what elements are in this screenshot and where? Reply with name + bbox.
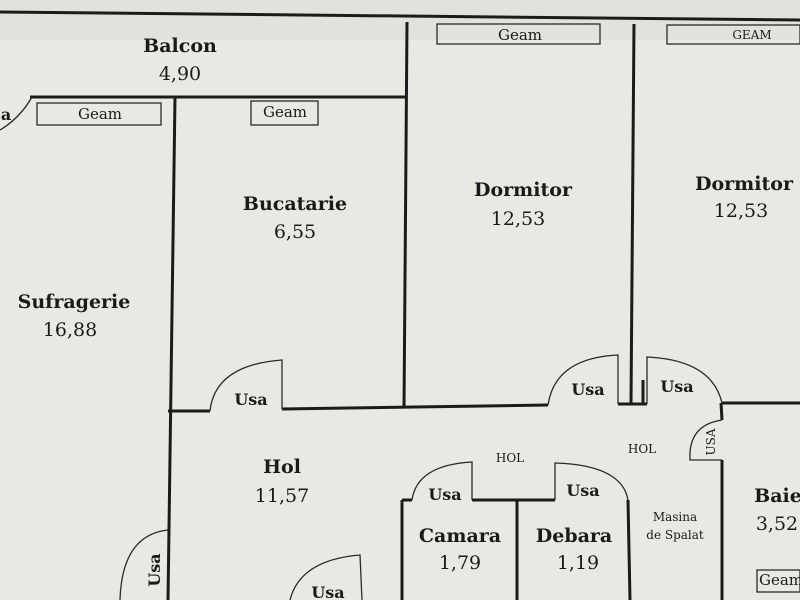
- door-dormitor-1-arc: [547, 354, 619, 406]
- room-dormitor-1-name: Dormitor: [474, 179, 573, 201]
- window-balcon-label: Geam: [78, 105, 122, 123]
- door-baie-arc: [689, 419, 723, 461]
- room-balcon-name: Balcon: [143, 35, 217, 57]
- room-debara-name: Debara: [536, 525, 612, 547]
- door-bottom-label: Usa: [311, 583, 344, 600]
- room-dormitor-2-area: 12,53: [714, 200, 768, 222]
- room-hol-name: Hol: [263, 456, 301, 478]
- door-debara-arc: [554, 462, 629, 501]
- room-dormitor-1-area: 12,53: [491, 208, 545, 230]
- doors: Usa Usa Usa USA Usa Usa Usa Usa a: [1, 105, 723, 600]
- window-dormitor-1: [436, 23, 601, 45]
- windows: Geam Geam Geam GEAM Geam: [36, 23, 800, 593]
- room-bucatarie-name: Bucatarie: [243, 193, 347, 215]
- sufragerie-right-wall: [166, 96, 177, 600]
- walls: [0, 10, 800, 600]
- window-bucatarie: [250, 100, 319, 126]
- door-edge-label: a: [1, 105, 11, 124]
- masina-line-2: de Spalat: [646, 528, 704, 542]
- door-baie-label: USA: [704, 428, 718, 455]
- window-dormitor-2-label: GEAM: [732, 28, 771, 42]
- room-labels: Balcon 4,90 Bucatarie 6,55 Dormitor 12,5…: [18, 35, 800, 574]
- room-camara-area: 1,79: [439, 552, 481, 574]
- room-hol-area: 11,57: [255, 485, 309, 507]
- door-sufragerie-label: Usa: [145, 553, 164, 586]
- dormitor-divider-wall-a: [629, 23, 636, 404]
- window-baie: [756, 569, 800, 593]
- kitchen-right-wall: [402, 21, 409, 409]
- window-dormitor-1-label: Geam: [498, 26, 542, 44]
- window-baie-label: Geam: [759, 571, 800, 589]
- door-dormitor-2-label: Usa: [660, 377, 693, 396]
- hol-right-label: HOL: [628, 442, 656, 456]
- top-outer-wall: [0, 10, 800, 22]
- door-camara-label: Usa: [428, 485, 461, 504]
- window-dormitor-2: [666, 24, 800, 45]
- door-sufragerie-arc: [119, 529, 169, 600]
- hol-left-label: HOL: [496, 451, 524, 465]
- room-sufragerie-name: Sufragerie: [18, 291, 131, 313]
- door-bottom-arc: [289, 554, 363, 600]
- room-baie-name: Baie: [754, 485, 800, 507]
- room-dormitor-2-name: Dormitor: [695, 173, 794, 195]
- window-balcon: [36, 102, 162, 126]
- room-camara-name: Camara: [419, 525, 501, 547]
- debara-right-wall: [626, 499, 632, 600]
- window-bucatarie-label: Geam: [263, 103, 307, 121]
- door-bucatarie-arc: [209, 359, 283, 412]
- room-bucatarie-area: 6,55: [274, 221, 316, 243]
- door-debara-label: Usa: [566, 481, 599, 500]
- hol-top-wall-2: [281, 403, 549, 411]
- room-sufragerie-area: 16,88: [43, 319, 97, 341]
- door-camara-arc: [411, 461, 473, 501]
- baie-wall-top: [719, 402, 724, 421]
- room-baie-area: 3,52: [756, 513, 798, 535]
- room-debara-area: 1,19: [557, 552, 599, 574]
- door-dormitor-1-label: Usa: [571, 380, 604, 399]
- room-balcon-area: 4,90: [159, 63, 201, 85]
- door-dormitor-2-arc: [646, 356, 723, 404]
- balcony-door-arc: [0, 96, 33, 131]
- door-bucatarie-label: Usa: [234, 390, 267, 409]
- masina-line-1: Masina: [653, 510, 697, 524]
